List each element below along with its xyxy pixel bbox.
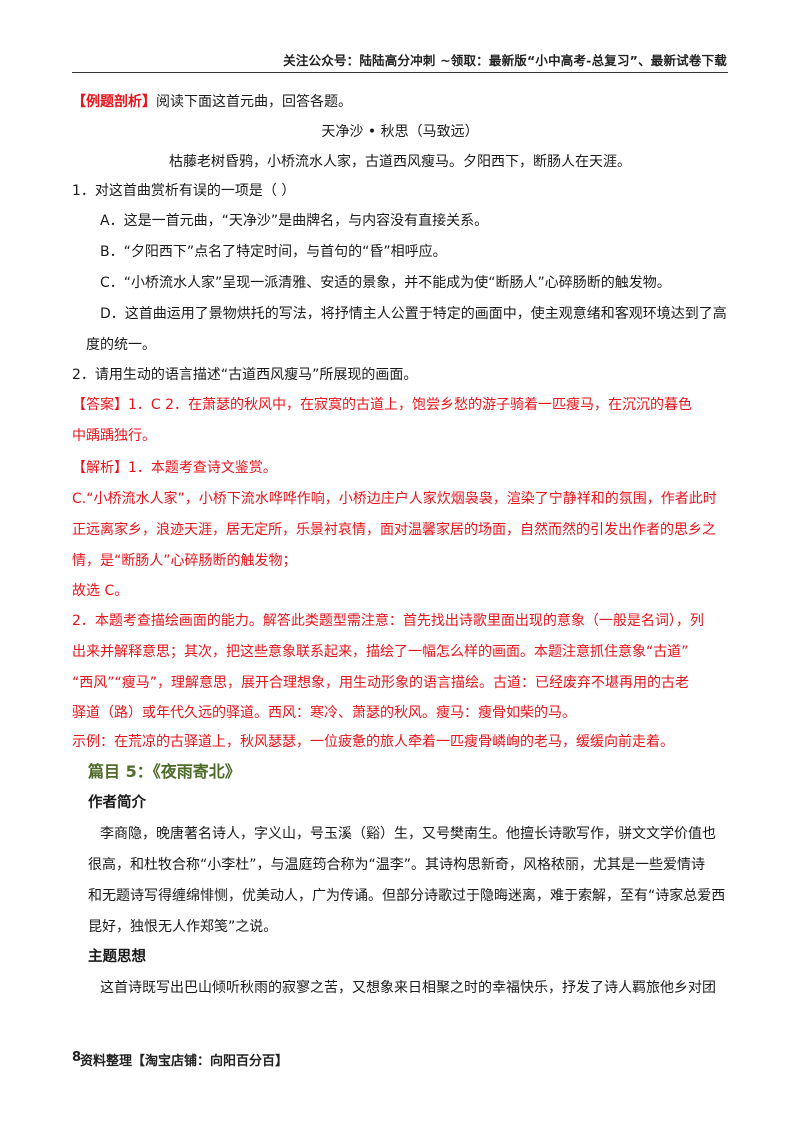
section-heading: 篇目 5：《夜雨寄北》	[88, 762, 241, 781]
question-1-option-d-cont: 度的统一。	[86, 337, 156, 353]
analysis-example-line: 示例：在荒凉的古驿道上，秋风瑟瑟，一位疲惫的旅人牵着一匹瘦骨嶙峋的老马，缓缓向前…	[72, 734, 674, 750]
author-intro-line-4: 昆好，独恨无人作郑笺”之说。	[88, 919, 278, 935]
author-intro-line-3: 和无题诗写得缠绵悱恻，优美动人，广为传诵。但部分诗歌过于隐晦迷离，难于索解，至有…	[88, 888, 726, 904]
question-1-option-b: B．“夕阳西下”点名了特定时间，与首句的“昏”相呼应。	[100, 244, 447, 260]
example-tag: 【例题剖析】	[72, 94, 156, 110]
page-header-text: 关注公众号：陆陆高分冲刺 ~领取：最新版“小中高考-总复习”、最新试卷下载	[283, 53, 727, 68]
analysis-line-1: 【解析】1．本题考查诗文鉴赏。	[72, 460, 277, 476]
answer-line-2: 中踽踽独行。	[72, 428, 156, 444]
question-1-option-d: D．这首曲运用了景物烘托的写法，将抒情主人公置于特定的画面中，使主观意绪和客观环…	[100, 306, 727, 322]
analysis-line-5: 故选 C。	[72, 583, 129, 599]
author-intro-line-2: 很高，和杜牧合称“小李杜”，与温庭筠合称为“温李”。其诗构思新奇，风格秾丽，尤其…	[88, 857, 706, 873]
header-divider	[72, 72, 728, 73]
author-intro-line-1: 李商隐，晚唐著名诗人，字义山，号玉溪（谿）生，又号樊南生。他擅长诗歌写作，骈文文…	[100, 826, 716, 842]
page-number: 8	[72, 1050, 82, 1065]
theme-line-1: 这首诗既写出巴山倾听秋雨的寂寥之苦，又想象来日相聚之时的幸福快乐，抒发了诗人羁旅…	[100, 980, 716, 996]
question-1-option-a: A．这是一首元曲，“天净沙”是曲牌名，与内容没有直接关系。	[100, 213, 489, 229]
page-content: 【例题剖析】阅读下面这首元曲，回答各题。 天净沙 • 秋思（马致远） 枯藤老树昏…	[72, 92, 728, 998]
analysis-line-6: 2．本题考查描绘画面的能力。解答此类题型需注意：首先找出诗歌里面出现的意象（一般…	[72, 613, 704, 629]
example-intro: 【例题剖析】阅读下面这首元曲，回答各题。	[72, 92, 728, 112]
analysis-line-3: 正远离家乡，浪迹天涯，居无定所，乐景衬哀情，面对温馨家居的场面，自然而然的引发出…	[72, 522, 716, 538]
analysis-line-9: 驿道（路）或年代久远的驿道。西风：寒冷、萧瑟的秋风。瘦马：瘦骨如柴的马。	[72, 705, 576, 721]
question-1: 1．对这首曲赏析有误的一项是（ ）	[72, 183, 296, 199]
poem-title: 天净沙 • 秋思（马致远）	[321, 124, 479, 140]
question-1-option-c: C．“小桥流水人家”呈现一派清雅、安适的景象，并不能成为使“断肠人”心碎肠断的触…	[100, 275, 671, 291]
footer-text: 资料整理【淘宝店铺：向阳百分百】	[80, 1054, 289, 1069]
analysis-line-2: C.“小桥流水人家”，小桥下流水哗哗作响，小桥边庄户人家炊烟袅袅，渲染了宁静祥和…	[72, 491, 717, 507]
poem-body: 枯藤老树昏鸦，小桥流水人家，古道西风瘦马。夕阳西下，断肠人在天涯。	[169, 154, 631, 170]
theme-title: 主题思想	[88, 949, 146, 965]
answer-line-1: 【答案】1．C 2．在萧瑟的秋风中，在寂寞的古道上，饱尝乡愁的游子骑着一匹瘦马，…	[72, 397, 693, 413]
analysis-line-8: “西风”“瘦马”，理解意思，展开合理想象，用生动形象的语言描绘。古道：已经废弃不…	[72, 675, 690, 691]
question-2: 2．请用生动的语言描述“古道西风瘦马”所展现的画面。	[72, 367, 418, 383]
example-intro-text: 阅读下面这首元曲，回答各题。	[156, 94, 352, 110]
analysis-line-4: 情，是“断肠人”心碎肠断的触发物；	[72, 553, 297, 569]
author-intro-title: 作者简介	[88, 795, 146, 811]
analysis-line-7: 出来并解释意思；其次，把这些意象联系起来，描绘了一幅怎么样的画面。本题注意抓住意…	[72, 644, 689, 660]
